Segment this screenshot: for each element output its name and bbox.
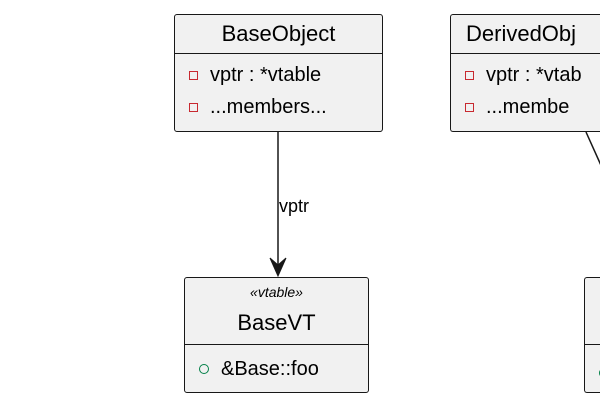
class-fields: vptr : *vtab ...membe [451,54,600,123]
field-text: ...membe [486,95,570,118]
private-visibility-icon [465,102,474,112]
edge-label-vptr: vptr [279,196,310,216]
field-text: ...members... [210,95,327,118]
class-name: BaseObject [221,21,336,46]
private-visibility-icon [465,70,474,80]
field-row: ...members... [175,91,382,123]
field-text: &Base::foo [221,357,319,380]
class-derivedobject[interactable]: DerivedObj vptr : *vtab ...membe [450,14,600,132]
private-visibility-icon [189,102,198,112]
field-text: vptr : *vtable [210,63,322,86]
field-text: vptr : *vtab [486,63,582,86]
field-row [585,350,600,396]
class-header: DerivedObj [451,15,600,54]
public-visibility-icon [199,364,209,374]
class-name: DerivedObj [466,21,577,46]
edge-vptr-arrowhead [269,257,287,278]
class-stereotype: «vtable» [250,284,303,300]
field-row: &Base::foo [185,346,368,392]
class-partial-offscreen [584,277,600,393]
class-fields: &Base::foo [185,345,368,392]
class-header: BaseObject [175,15,382,54]
private-visibility-icon [189,70,198,80]
class-header: «vtable» BaseVT [185,278,368,345]
class-fields: vptr : *vtable ...members... [175,54,382,123]
edge-derived-line [585,131,600,165]
field-row: ...membe [451,91,600,123]
class-name: BaseVT [237,310,316,335]
class-basevt[interactable]: «vtable» BaseVT &Base::foo [184,277,369,393]
class-baseobject[interactable]: BaseObject vptr : *vtable ...members... [174,14,383,132]
field-row: vptr : *vtab [451,59,600,91]
field-row: vptr : *vtable [175,59,382,91]
class-fields [585,345,600,396]
class-header [585,278,600,345]
